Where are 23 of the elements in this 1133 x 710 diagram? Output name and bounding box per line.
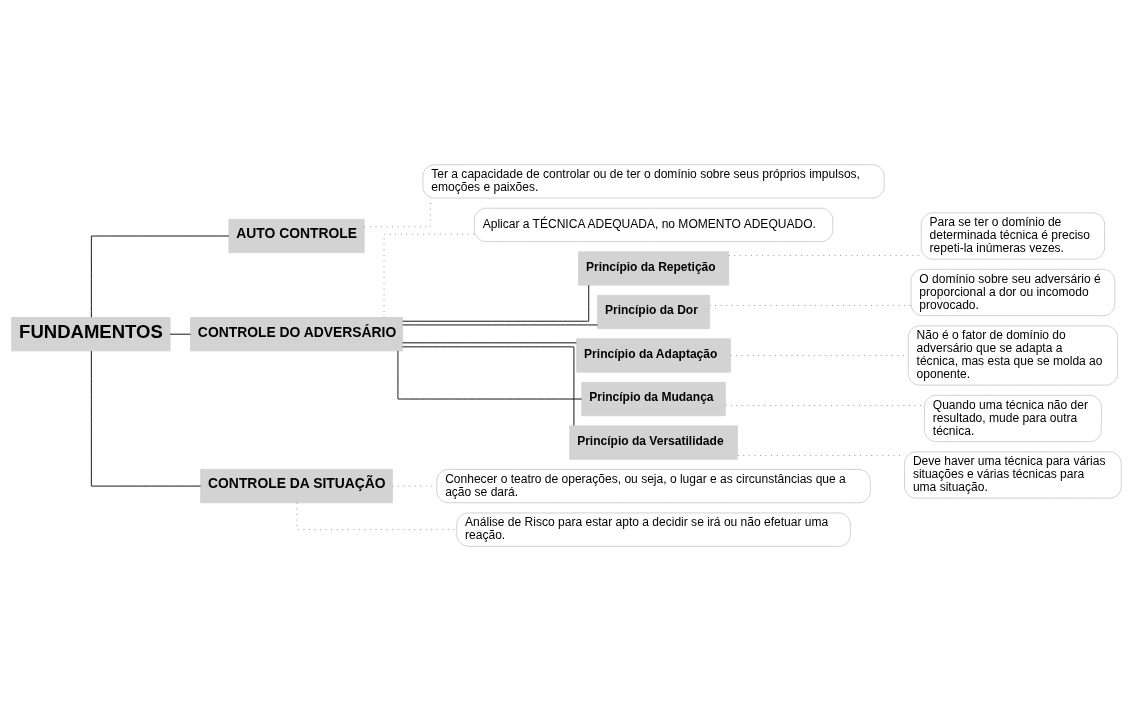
connector bbox=[402, 284, 590, 322]
connector bbox=[90, 350, 201, 487]
node-box: Princípio da Mudança bbox=[581, 381, 726, 416]
node-box: Princípio da Versatilidade bbox=[569, 424, 738, 460]
node-box: O domínio sobre seu adversário é proporcional a dor ou incomodo provocado. bbox=[910, 268, 1116, 316]
node-box: AUTO CONTROLE bbox=[228, 218, 365, 253]
node-box: Quando uma técnica não der resultado, mude para outra técnica. bbox=[924, 394, 1102, 442]
connector bbox=[397, 349, 583, 399]
node-box: Princípio da Repetição bbox=[578, 250, 730, 286]
node-box: Deve haver uma técnica para várias situações e várias técnicas para uma situação. bbox=[904, 450, 1122, 499]
node-box: FUNDAMENTOS bbox=[11, 316, 171, 351]
node-box: Não é o fator de domínio do adversário que se adapta a técnica, mas esta que se molda ao oponente. bbox=[907, 324, 1119, 386]
node-box: Aplicar a TÉCNICA ADEQUADA, no MOMENTO ADEQUADO. bbox=[473, 207, 834, 242]
node-box: Princípio da Dor bbox=[597, 294, 711, 329]
node-box: Análise de Risco para estar apto a decidir se irá ou não efetuar uma reação. bbox=[456, 512, 851, 547]
node-box: CONTROLE DA SITUAÇÃO bbox=[200, 468, 393, 503]
node-box: Conhecer o teatro de operações, ou seja, o lugar e as circunstâncias que a ação se dará. bbox=[436, 468, 871, 503]
node-box: Para se ter o domínio de determinada técnica é preciso repeti-la inúmeras vezes. bbox=[920, 211, 1106, 260]
connector bbox=[402, 345, 575, 426]
node-box: Princípio da Adaptação bbox=[576, 337, 731, 373]
connector bbox=[90, 235, 230, 318]
node-box: CONTROLE DO ADVERSÁRIO bbox=[190, 316, 404, 351]
node-box: Ter a capacidade de controlar ou de ter o domínio sobre seus próprios impulsos, emoções e paixões. bbox=[422, 163, 885, 198]
